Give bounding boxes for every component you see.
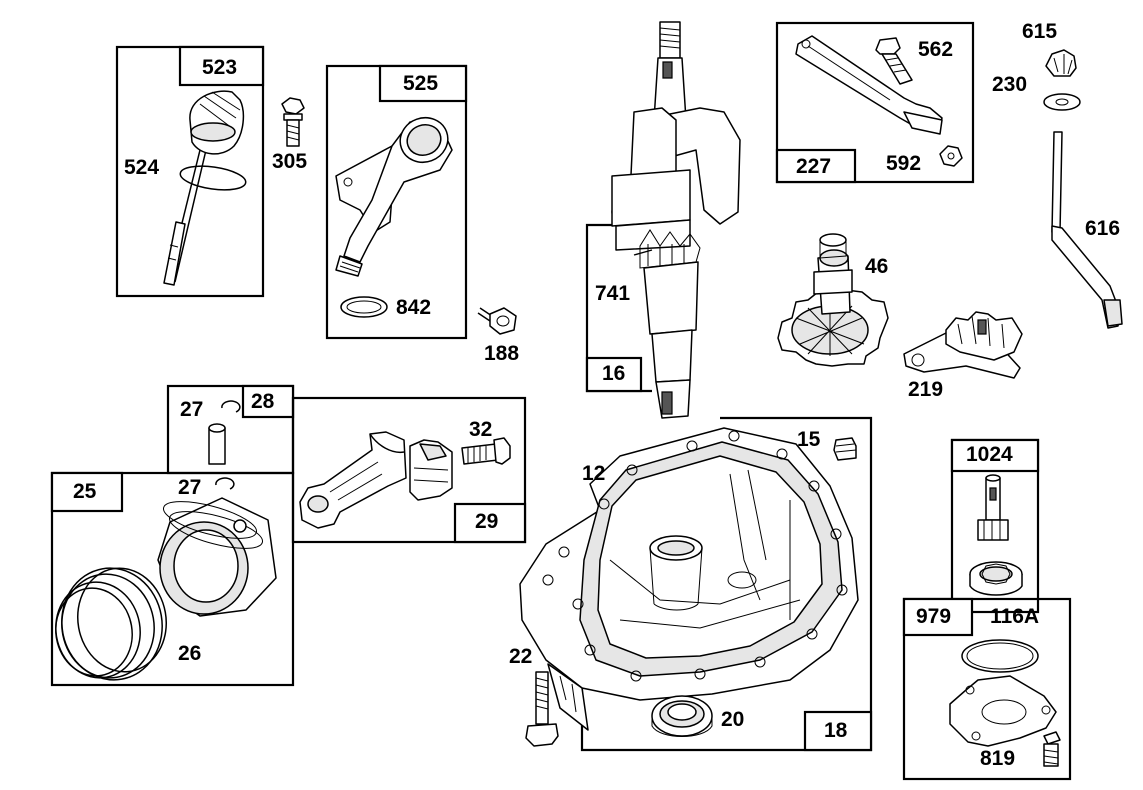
box-25 <box>50 471 295 687</box>
label-523: 523 <box>202 56 238 79</box>
piston-rings-part <box>55 567 168 681</box>
label-25: 25 <box>73 480 97 503</box>
label-230: 230 <box>992 73 1028 96</box>
label-524: 524 <box>124 156 160 179</box>
oil-seal-20-part <box>651 695 713 737</box>
label-819: 819 <box>980 747 1016 770</box>
label-305: 305 <box>272 150 308 173</box>
pump-cover-819-part <box>949 675 1057 747</box>
box-227 <box>775 21 975 184</box>
label-842: 842 <box>396 296 432 319</box>
rod-bolt-32-part <box>461 437 511 465</box>
o-ring-116a-part <box>961 639 1039 673</box>
label-219: 219 <box>908 378 944 401</box>
box-16 <box>585 223 652 393</box>
label-15: 15 <box>797 428 821 451</box>
crankcase-sump-part <box>519 427 859 731</box>
label-27-upper: 27 <box>180 398 204 421</box>
box-525 <box>325 64 468 340</box>
oil-fill-tube-part <box>335 117 453 318</box>
plug-15-part <box>833 437 857 461</box>
governor-shaft-part <box>1043 49 1123 329</box>
box-29 <box>291 396 527 544</box>
dipstick-part <box>163 90 247 286</box>
bolt-305-part <box>281 97 305 147</box>
label-32: 32 <box>469 418 493 441</box>
label-26: 26 <box>178 642 202 665</box>
label-27-lower: 27 <box>178 476 202 499</box>
label-562: 562 <box>918 38 954 61</box>
label-227: 227 <box>796 155 832 178</box>
label-116a: 116A <box>990 605 1040 628</box>
label-16: 16 <box>602 362 626 385</box>
camshaft-part <box>777 233 889 367</box>
bolt-22-part <box>525 671 559 747</box>
label-592: 592 <box>886 152 922 175</box>
label-12: 12 <box>582 462 606 485</box>
clip-27-lower-part <box>215 477 235 490</box>
box-1024 <box>950 438 1040 614</box>
bolt-819-part <box>1043 731 1061 767</box>
label-616: 616 <box>1085 217 1121 240</box>
label-18: 18 <box>824 719 848 742</box>
bolt-188-part <box>477 307 517 335</box>
oil-pump-rotor-part <box>969 561 1023 596</box>
box-979 <box>902 597 1072 781</box>
oil-pump-shaft-part <box>977 474 1009 541</box>
label-615: 615 <box>1022 20 1058 43</box>
label-188: 188 <box>484 342 520 365</box>
label-28: 28 <box>251 390 275 413</box>
label-29: 29 <box>475 510 499 533</box>
clip-27-upper-part <box>221 400 241 413</box>
label-1024: 1024 <box>966 443 1013 466</box>
label-525: 525 <box>403 72 439 95</box>
label-979: 979 <box>916 605 952 628</box>
connecting-rod-part <box>299 431 453 529</box>
bracket-219-part <box>903 311 1023 379</box>
label-741: 741 <box>595 282 631 305</box>
wrist-pin-part <box>208 423 226 465</box>
governor-lever-part <box>795 35 963 167</box>
label-46: 46 <box>865 255 889 278</box>
piston-part <box>157 497 277 617</box>
label-22: 22 <box>509 645 533 668</box>
label-20: 20 <box>721 708 745 731</box>
box-523 <box>115 45 265 298</box>
crankshaft-part <box>611 21 741 419</box>
